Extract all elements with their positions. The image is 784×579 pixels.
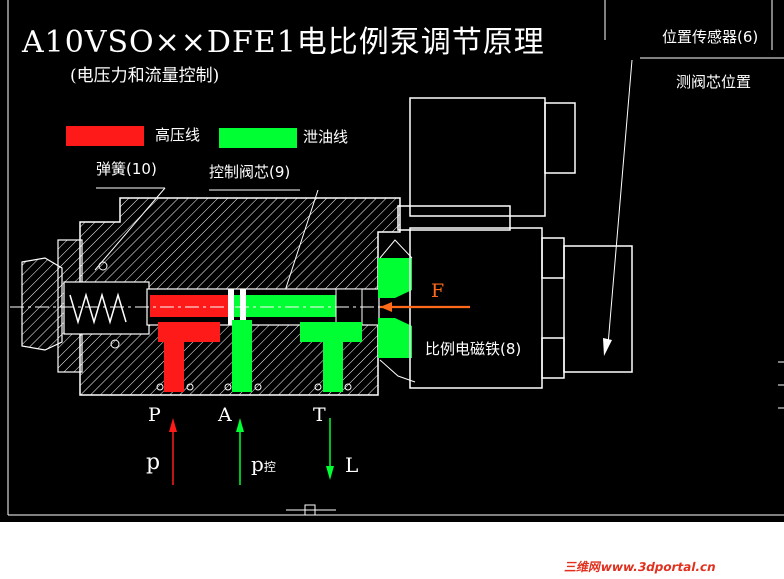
sensor-arrowhead <box>603 338 612 356</box>
diagram-title: A10VSO××DFE1电比例泵调节原理 <box>22 25 545 60</box>
control-flow-sub: 控 <box>263 460 276 474</box>
port-t-label: T <box>313 404 326 426</box>
spring-coil <box>69 292 127 325</box>
position-sensor-label: 位置传感器(6) <box>662 28 759 46</box>
control-arrowhead <box>236 418 244 432</box>
valve-diagram <box>7 0 784 516</box>
control-spool-label: 控制阀芯(9) <box>209 163 291 181</box>
sensor-leader <box>607 59 633 346</box>
end-cap <box>21 239 150 373</box>
legend-high-swatch <box>66 126 144 146</box>
spring-label: 弹簧(10) <box>96 160 157 178</box>
diagram-subtitle: (电压力和流量控制) <box>70 66 220 86</box>
high-pressure-chamber <box>150 295 228 317</box>
drain-flow-label: L <box>345 453 359 477</box>
cad-canvas: A10VSO××DFE1电比例泵调节原理 (电压力和流量控制) 高压线 泄油线 … <box>0 0 784 522</box>
control-chamber <box>231 295 336 317</box>
port-t-crossbar <box>300 322 362 342</box>
legend-high-label: 高压线 <box>155 126 201 144</box>
port-p-crossbar <box>158 322 220 342</box>
control-flow-base: p <box>251 452 264 476</box>
measure-spool-label: 测阀芯位置 <box>676 73 752 91</box>
drain-lower <box>378 318 412 358</box>
drain-arrowhead <box>326 466 334 480</box>
solenoid-label: 比例电磁铁(8) <box>425 340 522 358</box>
port-a-channel <box>232 320 252 392</box>
spool-land-1 <box>228 289 234 325</box>
legend-drain-label: 泄油线 <box>303 128 349 146</box>
pressure-arrowhead <box>169 418 177 432</box>
legend-drain-swatch <box>219 128 297 148</box>
port-a-label: A <box>218 404 232 426</box>
control-flow-label: p控 <box>251 454 276 474</box>
force-arrowhead <box>380 302 392 312</box>
site-watermark: 三维网www.3dportal.cn <box>563 560 718 574</box>
force-label: F <box>431 280 445 302</box>
port-p-label: P <box>148 404 161 426</box>
pressure-flow-label: p <box>146 450 161 475</box>
drain-upper <box>378 258 412 298</box>
